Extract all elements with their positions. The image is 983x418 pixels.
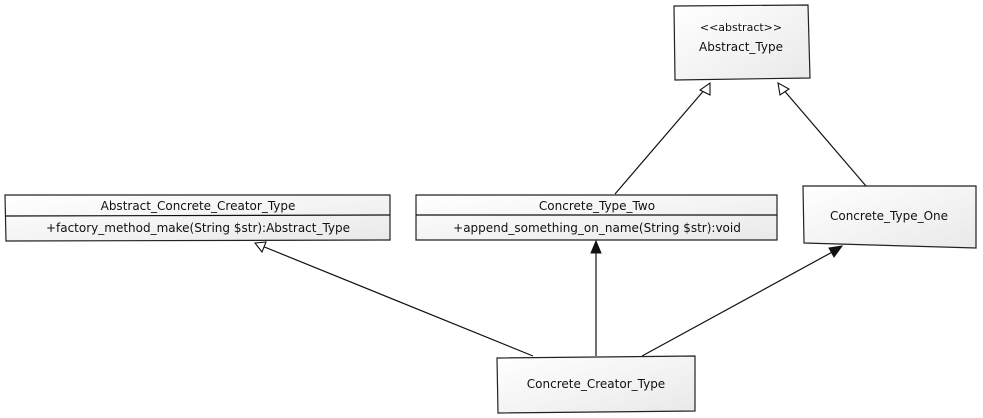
class-box-abstract-type [673,4,811,81]
inheritance-line-two-to-abstract [614,87,707,195]
connectors [253,81,867,357]
association-arrowhead-two [590,239,602,254]
inheritance-arrowhead-two [698,81,711,96]
concrete-type-two-method: +append_something_on_name(String $str):v… [453,221,741,235]
class-box-concrete-type-two [415,194,778,241]
abstract-concrete-creator-type-name: Abstract_Concrete_Creator_Type [101,199,296,213]
class-abstract-type[interactable]: <<abstract>> Abstract_Type [673,4,811,81]
inheritance-line-creator-to-abstract-creator [261,245,534,357]
class-abstract-concrete-creator-type[interactable]: Abstract_Concrete_Creator_Type +factory_… [4,194,391,242]
association-line-creator-to-one [641,249,837,357]
class-concrete-creator-type[interactable]: Concrete_Creator_Type [496,355,696,414]
abstract-type-stereotype: <<abstract>> [700,21,782,34]
inheritance-arrowhead-one [777,81,791,96]
concrete-type-one-name: Concrete_Type_One [830,209,948,223]
class-box-concrete-creator-type [496,355,696,414]
class-concrete-type-two[interactable]: Concrete_Type_Two +append_something_on_n… [415,194,778,241]
inheritance-line-one-to-abstract [781,87,867,187]
class-divider-abstract-concrete-creator-type [5,214,391,217]
class-box-concrete-type-one [802,185,977,249]
abstract-type-name: Abstract_Type [699,40,783,54]
concrete-creator-type-name: Concrete_Creator_Type [527,377,665,391]
class-box-abstract-concrete-creator-type [4,194,391,242]
class-concrete-type-one[interactable]: Concrete_Type_One [802,185,977,249]
concrete-type-two-name: Concrete_Type_Two [539,199,655,213]
association-arrowhead-one [828,245,844,258]
inheritance-arrowhead-creator [253,241,267,254]
abstract-concrete-creator-type-method: +factory_method_make(String $str):Abstra… [46,221,350,235]
